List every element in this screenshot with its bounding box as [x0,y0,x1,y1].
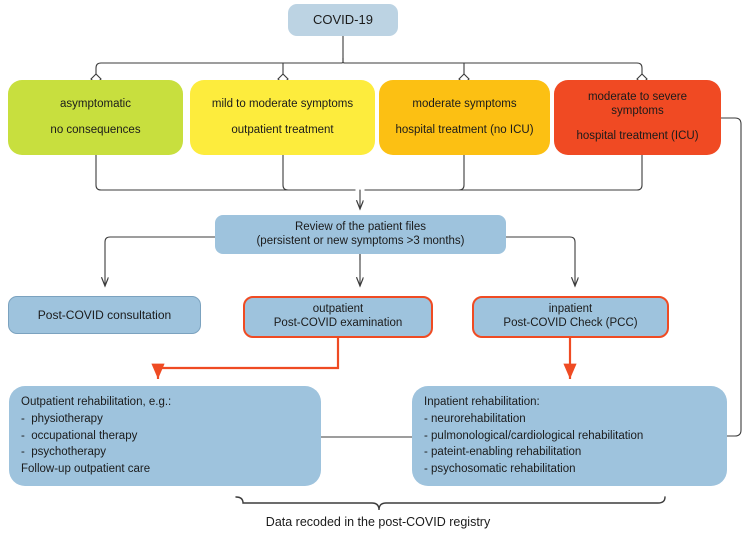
node-mild-to-moderate-line1: mild to moderate symptoms [211,97,354,110]
node-outpatient-exam-line1: outpatient [312,303,364,316]
inpatient-rehab-item-1: - pulmonological/cardiological rehabilit… [424,429,644,442]
node-moderate-line2: hospital treatment (no ICU) [395,123,534,136]
inpatient-rehab-item-2: - pateint-enabling rehabilitation [424,446,582,459]
node-moderate-to-severe-line2: hospital treatment (ICU) [576,130,699,143]
node-asymptomatic[interactable]: asymptomatic no consequences [8,80,183,155]
node-moderate-line1: moderate symptoms [412,97,517,110]
node-moderate-to-severe-line1b: symptoms [611,104,664,117]
outpatient-rehab-item-0: - physiotherapy [21,413,103,425]
node-inpatient-check-line2: Post-COVID Check (PCC) [503,317,638,329]
outpatient-rehab-item-1: - occupational therapy [21,429,138,442]
node-inpatient-post-covid-check[interactable]: inpatient Post-COVID Check (PCC) [472,296,669,338]
node-review-line1: Review of the patient files [294,220,427,233]
node-mild-to-moderate-line2: outpatient treatment [231,123,334,136]
node-moderate-to-severe-line1: moderate to severe [587,91,688,104]
node-asymptomatic-line1: asymptomatic [60,97,131,110]
node-moderate[interactable]: moderate symptoms hospital treatment (no… [379,80,550,155]
node-mild-to-moderate[interactable]: mild to moderate symptoms outpatient tre… [190,80,375,155]
outpatient-rehab-footer: Follow-up outpatient care [21,463,151,476]
outpatient-rehab-item-2: - psychotherapy [21,446,107,459]
node-covid-19-label: COVID-19 [313,12,373,28]
node-review-line2: (persistent or new symptoms >3 months) [256,234,465,247]
node-outpatient-rehabilitation[interactable]: Outpatient rehabilitation, e.g.: - physi… [9,386,321,486]
node-moderate-to-severe[interactable]: moderate to severe symptoms hospital tre… [554,80,721,155]
inpatient-rehab-heading: Inpatient rehabilitation: [424,396,540,409]
node-outpatient-post-covid-examination[interactable]: outpatient Post-COVID examination [243,296,433,338]
inpatient-rehab-item-0: - neurorehabilitation [424,413,526,425]
node-outpatient-exam-line2: Post-COVID examination [273,317,403,329]
node-review-patient-files[interactable]: Review of the patient files (persistent … [215,215,506,254]
outpatient-rehab-heading: Outpatient rehabilitation, e.g.: [21,396,172,409]
node-covid-19[interactable]: COVID-19 [288,4,398,36]
node-inpatient-check-line1: inpatient [548,303,593,316]
node-post-covid-consultation[interactable]: Post-COVID consultation [8,296,201,334]
node-inpatient-rehabilitation[interactable]: Inpatient rehabilitation: - neurorehabil… [412,386,727,486]
inpatient-rehab-item-3: - psychosomatic rehabilitation [424,463,576,476]
node-post-covid-consultation-label: Post-COVID consultation [37,307,172,322]
node-asymptomatic-line2: no consequences [50,123,141,136]
diagram-caption: Data recoded in the post-COVID registry [265,515,491,529]
